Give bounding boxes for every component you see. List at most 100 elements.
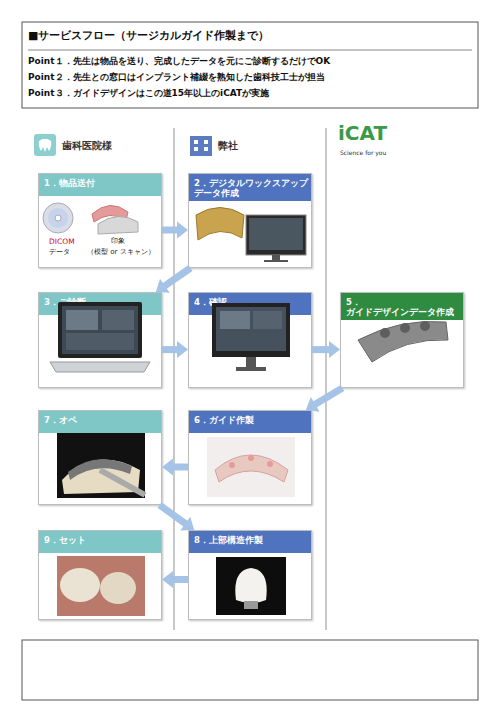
dicom-cd <box>43 203 73 233</box>
laptop-base <box>50 362 150 372</box>
step-heading: 7．オペ <box>39 411 161 433</box>
empty-note-frame <box>22 640 478 700</box>
process-box: 3．ご診断 <box>38 292 162 388</box>
arrow-head <box>156 279 170 293</box>
window <box>194 140 198 144</box>
process-box: 4．確認 <box>188 292 312 388</box>
point-note: Point３．ガイドデザインはこの道15年以上のiCATが実施 <box>28 88 269 98</box>
cd-disc <box>43 203 73 233</box>
jaw-model <box>62 460 140 494</box>
cd-hole <box>55 215 61 221</box>
arrow-shaft <box>312 346 330 353</box>
surgery-photo <box>57 433 145 498</box>
item-label: （模型 or スキャン） <box>87 249 155 257</box>
flow-arrow <box>162 571 188 588</box>
arrow-head <box>162 459 173 476</box>
arrow-shaft <box>164 268 190 286</box>
arrow-head <box>329 341 340 358</box>
step-heading: 9．セット <box>39 531 161 553</box>
process-box: 2．デジタルワックスアップ データ作成 <box>188 173 312 268</box>
title-rule <box>28 50 472 51</box>
guide-sleeve <box>420 321 430 331</box>
window <box>204 147 208 151</box>
process-box: 6．ガイド作製 <box>188 410 312 505</box>
header-frame <box>22 22 478 108</box>
arrow-shaft <box>314 388 342 405</box>
step-heading: 1．物品送付 <box>39 174 161 196</box>
step-heading: 4．確認 <box>189 293 311 315</box>
guide-model <box>358 321 448 362</box>
flow-arrow <box>162 459 188 476</box>
process-box: 5．ガイドデザインデータ作成 <box>340 292 464 388</box>
window <box>194 147 198 151</box>
icon-tile <box>34 134 56 156</box>
arrow-shaft <box>172 576 188 583</box>
building-body <box>190 136 212 156</box>
step-heading: 2．デジタルワックスアップ データ作成 <box>189 174 311 201</box>
screen-panel <box>66 310 98 330</box>
item-label: DICOM <box>49 238 75 246</box>
impression <box>92 205 128 222</box>
monitor-stand <box>272 255 280 260</box>
arrow-head <box>177 341 188 358</box>
tooth <box>100 572 136 604</box>
step-heading: 3．ご診断 <box>39 293 161 315</box>
flow-arrow <box>162 222 188 239</box>
cd-ring <box>48 208 68 228</box>
building-icon <box>190 136 212 156</box>
photo-frame <box>216 557 286 615</box>
photo-frame <box>57 433 145 498</box>
guide-sleeve <box>380 328 390 338</box>
arrow-head <box>306 397 320 412</box>
monitor <box>212 303 290 357</box>
step-heading: 8．上部構造作製 <box>189 531 311 553</box>
point-note: Point１．先生は物品を送り、完成したデータを元にご診断するだけでOK <box>28 56 330 66</box>
point-note: Point２．先生との窓口はインプラント補綴を熟知した歯科技工士が担当 <box>28 72 325 82</box>
arrow-head <box>177 222 188 239</box>
window <box>204 140 208 144</box>
guide-sleeve <box>400 323 410 333</box>
guide-photo <box>207 437 295 497</box>
laptop-lid <box>58 302 142 358</box>
process-box: 1．物品送付 DICOM データ 印象 （模型 or スキャン） <box>38 173 162 268</box>
process-box: 9．セット <box>38 530 162 620</box>
column-header: 歯科医院様 <box>62 140 112 152</box>
check-monitor <box>212 303 290 371</box>
photo-frame <box>207 437 295 497</box>
step-heading: 6．ガイド作製 <box>189 411 311 433</box>
laptop <box>50 302 150 372</box>
guide-hole <box>248 455 254 461</box>
gold-wax-up <box>196 208 244 241</box>
screen-panel <box>102 310 134 330</box>
flow-arrow <box>306 388 343 412</box>
monitor-base <box>264 260 288 262</box>
arrow-shaft <box>172 464 188 471</box>
monitor-screen <box>249 218 303 250</box>
column-divider <box>173 128 175 630</box>
impression-model <box>92 205 138 234</box>
guide-hole <box>267 461 273 467</box>
column-header: 弊社 <box>218 140 238 152</box>
logo-text: Science for you <box>340 150 386 157</box>
monitor-screen <box>216 307 286 351</box>
process-box: 7．オペ <box>38 410 162 505</box>
item-label: 印象 <box>111 238 125 246</box>
monitor <box>246 215 306 255</box>
tooth <box>60 568 100 602</box>
tooth-shape <box>39 139 52 152</box>
crown <box>235 568 266 603</box>
screen-panel <box>220 311 250 329</box>
column-divider <box>325 128 327 630</box>
flow-arrow <box>312 341 340 358</box>
item-label: データ <box>49 249 70 257</box>
screen-panel <box>253 311 282 329</box>
arrow-shaft <box>160 505 187 524</box>
monitor-base <box>236 367 266 371</box>
process-box: 8．上部構造作製 <box>188 530 312 620</box>
arrow-head <box>162 571 173 588</box>
logo-text: iCAT <box>338 122 387 145</box>
monitor-stand <box>246 357 256 367</box>
page-title: ■サービスフロー（サージカルガイド作製まで） <box>28 30 269 43</box>
